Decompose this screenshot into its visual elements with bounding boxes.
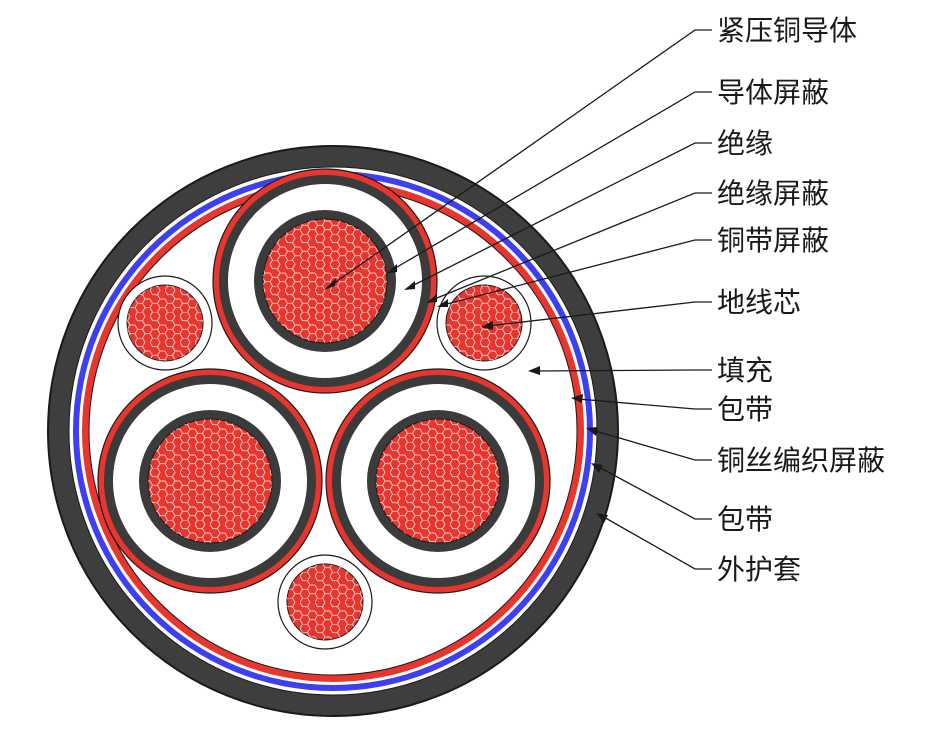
power-core-left <box>97 368 323 594</box>
earth-core-left <box>117 275 213 371</box>
label-copper-tape-screen: 铜带屏蔽 <box>717 224 829 257</box>
callout-filler: 填充 <box>528 354 773 387</box>
label-conductor-screen: 导体屏蔽 <box>717 76 829 109</box>
label-earth-core: 地线芯 <box>717 286 801 319</box>
label-outer-sheath: 外护套 <box>717 553 801 586</box>
label-insulation-screen: 绝缘屏蔽 <box>717 177 829 210</box>
earth-core-right <box>436 275 532 371</box>
callouts: 紧压铜导体 导体屏蔽 绝缘 绝缘屏蔽 铜带屏蔽 地线芯 <box>324 14 885 586</box>
label-outer-wrapping-tape: 包带 <box>717 503 773 536</box>
callout-outer-wrapping-tape: 包带 <box>591 463 773 536</box>
callout-insulation: 绝缘 <box>404 127 773 290</box>
callout-conductor: 紧压铜导体 <box>324 14 857 290</box>
label-filler: 填充 <box>717 354 773 387</box>
callout-outer-sheath: 外护套 <box>596 513 801 586</box>
label-copper-braid-screen: 铜丝编织屏蔽 <box>717 444 885 477</box>
callout-inner-wrapping-tape: 包带 <box>571 393 773 426</box>
callout-copper-braid-screen: 铜丝编织屏蔽 <box>586 427 885 477</box>
callout-earth-core: 地线芯 <box>481 286 801 330</box>
label-conductor: 紧压铜导体 <box>717 14 857 47</box>
power-core-right <box>325 368 551 594</box>
earth-core-bottom <box>277 554 373 650</box>
power-core-top <box>212 168 438 394</box>
callout-insulation-screen: 绝缘屏蔽 <box>426 177 829 303</box>
callout-conductor-screen: 导体屏蔽 <box>386 76 829 274</box>
callout-copper-tape-screen: 铜带屏蔽 <box>437 224 829 307</box>
label-inner-wrapping-tape: 包带 <box>717 393 773 426</box>
label-insulation: 绝缘 <box>717 127 773 160</box>
